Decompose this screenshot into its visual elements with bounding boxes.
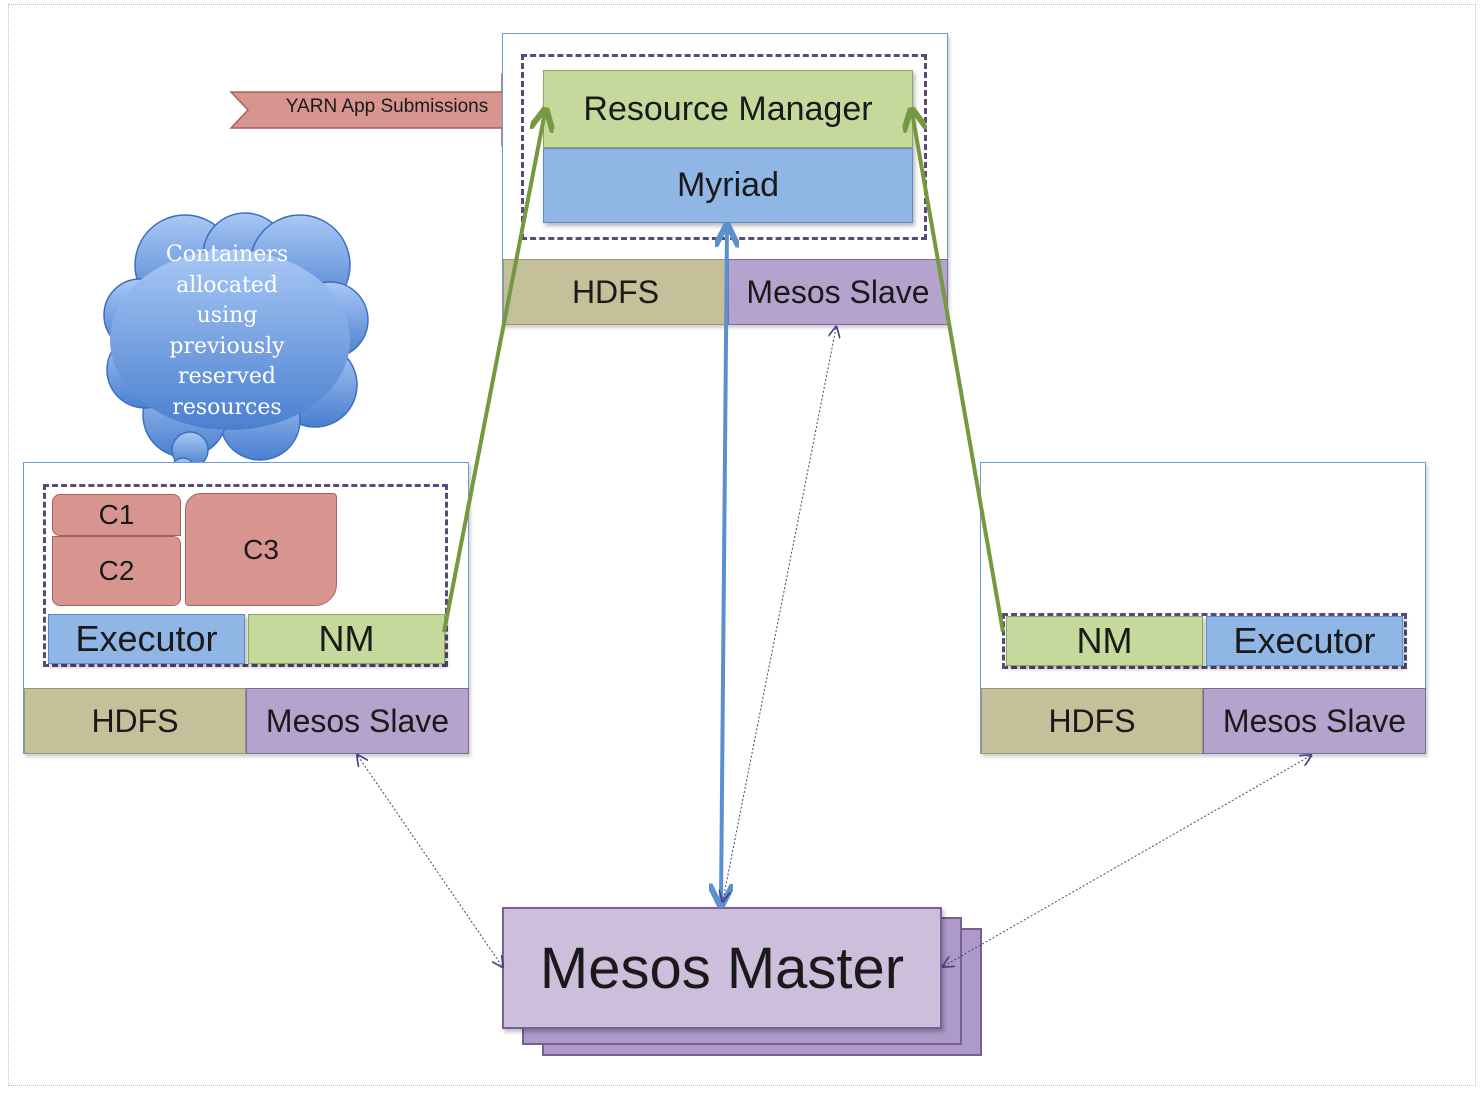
right-mesos-slave: Mesos Slave (1203, 688, 1426, 754)
left-slave-master-arrow (358, 756, 502, 966)
top-mesos-slave: Mesos Slave (728, 259, 948, 325)
left-nm: NM (248, 614, 445, 664)
left-executor: Executor (48, 614, 245, 664)
left-nm-to-rm-arrow (442, 112, 545, 633)
diagram-frame (8, 4, 1476, 1086)
resource-manager: Resource Manager (543, 70, 913, 148)
cloud-line: reserved (178, 364, 276, 389)
cloud-line: allocated (176, 272, 278, 298)
right-hdfs: HDFS (981, 688, 1203, 754)
right-slave-master-arrow (944, 756, 1310, 966)
cloud-text: Containers allocated using previously re… (120, 240, 334, 423)
right-nm-to-rm-arrow (912, 112, 1005, 633)
right-nm: NM (1006, 616, 1203, 666)
top-slave-master-arrow (723, 328, 836, 900)
top-hdfs: HDFS (503, 259, 728, 325)
right-node: NM Executor HDFS Mesos Slave (980, 462, 1426, 754)
left-node: C1 C2 C3 Executor NM HDFS Mesos Slave (23, 462, 469, 754)
container-c1: C1 (52, 494, 181, 536)
container-c3: C3 (185, 493, 337, 606)
myriad: Myriad (543, 148, 913, 223)
yarn-submissions-label: YARN App Submissions (285, 96, 489, 117)
left-mesos-slave: Mesos Slave (246, 688, 469, 754)
cloud-line: Containers (165, 242, 289, 267)
right-executor: Executor (1206, 616, 1403, 666)
cloud-line: resources (172, 394, 282, 420)
right-dashed-group (1002, 613, 1407, 669)
left-hdfs: HDFS (24, 688, 246, 754)
cloud-line: previously (169, 333, 285, 359)
cloud-line: using (196, 303, 258, 328)
myriad-master-arrow (721, 228, 727, 903)
container-c2: C2 (52, 536, 181, 606)
left-dashed-group (43, 484, 448, 667)
